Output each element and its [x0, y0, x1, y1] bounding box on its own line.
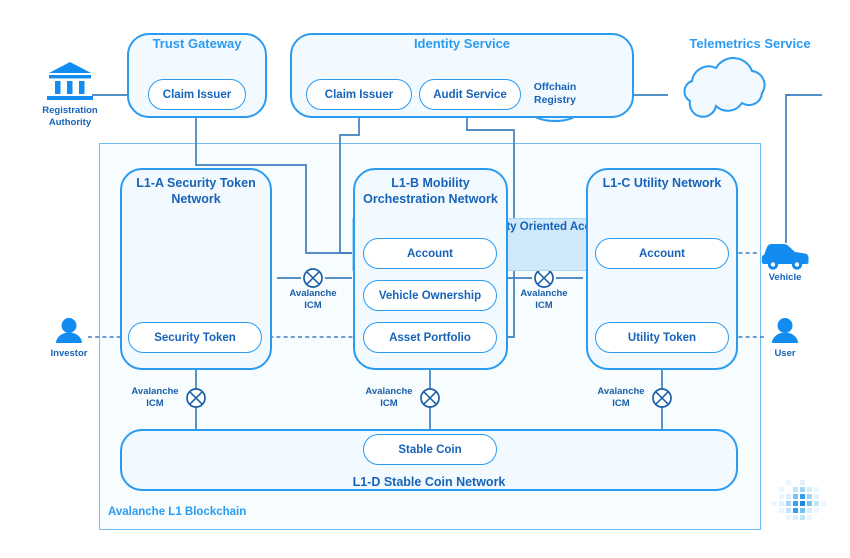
identity-audit-service[interactable]: Audit Service — [419, 79, 521, 110]
vehicle-ownership-node[interactable]: Vehicle Ownership — [363, 280, 497, 311]
icm-b-c-line1: Avalanche — [520, 288, 568, 299]
icm-b-c-line2: ICM — [535, 299, 553, 311]
icm-b-d-line2: ICM — [380, 397, 398, 409]
offchain-registry-text: Offchain Registry — [533, 81, 577, 106]
icm-label-b-c: Avalanche ICM — [514, 288, 574, 311]
user-label: User — [774, 348, 796, 359]
offchain-registry-label[interactable]: Offchain Registry — [529, 79, 581, 109]
l1d-title: L1-D Stable Coin Network — [352, 475, 506, 489]
l1c-account-node[interactable]: Account — [595, 238, 729, 269]
vehicle-label: Vehicle — [768, 272, 802, 283]
investor-label: Investor — [50, 348, 88, 359]
bank-icon — [47, 62, 93, 100]
trust-gateway-claim-issuer[interactable]: Claim Issuer — [148, 79, 246, 110]
l1a-title: L1-A Security Token Network — [120, 175, 272, 207]
person-icon — [772, 318, 798, 343]
l1b-title-line1: L1-B Mobility — [391, 176, 470, 190]
l1c-title: L1-C Utility Network — [602, 176, 722, 190]
utility-token-node[interactable]: Utility Token — [595, 322, 729, 353]
l1b-title-line2: Orchestration Network — [363, 192, 498, 206]
registration-authority-label: Registration Authority — [20, 105, 120, 129]
icm-b-d-line1: Avalanche — [365, 386, 413, 397]
stable-coin-node[interactable]: Stable Coin — [363, 434, 497, 465]
l1b-title: L1-B Mobility Orchestration Network — [348, 175, 513, 207]
car-icon — [761, 244, 809, 270]
icm-c-d-line1: Avalanche — [597, 386, 645, 397]
identity-claim-issuer[interactable]: Claim Issuer — [306, 79, 412, 110]
icm-a-b-line1: Avalanche — [289, 288, 337, 299]
icm-a-d-line2: ICM — [146, 397, 164, 409]
registration-authority-label-line2: Authority — [48, 117, 92, 128]
icm-label-a-d: Avalanche ICM — [125, 386, 185, 409]
registration-authority-label-line1: Registration — [42, 105, 98, 116]
icm-a-b-line2: ICM — [304, 299, 322, 311]
security-token-node[interactable]: Security Token — [128, 322, 262, 353]
decorative-dot-grid — [772, 480, 826, 520]
mobility-oriented-account-label: Mobility Oriented Account — [473, 221, 616, 233]
trust-gateway-title: Trust Gateway — [152, 36, 242, 51]
avalanche-l1-blockchain-label: Avalanche L1 Blockchain — [108, 506, 247, 518]
l1a-title-line2: Network — [171, 192, 221, 206]
icm-label-a-b: Avalanche ICM — [283, 288, 343, 311]
asset-portfolio-node[interactable]: Asset Portfolio — [363, 322, 497, 353]
l1b-account-node[interactable]: Account — [363, 238, 497, 269]
icm-a-d-line1: Avalanche — [131, 386, 179, 397]
icm-c-d-line2: ICM — [612, 397, 630, 409]
telemetrics-service-title: Telemetrics Service — [689, 36, 811, 51]
telemetrics-cloud — [683, 57, 766, 118]
icm-label-b-d: Avalanche ICM — [359, 386, 419, 409]
l1a-title-line1: L1-A Security Token — [136, 176, 256, 190]
identity-service-title: Identity Service — [413, 36, 511, 51]
person-icon — [56, 318, 82, 343]
icm-label-c-d: Avalanche ICM — [591, 386, 651, 409]
